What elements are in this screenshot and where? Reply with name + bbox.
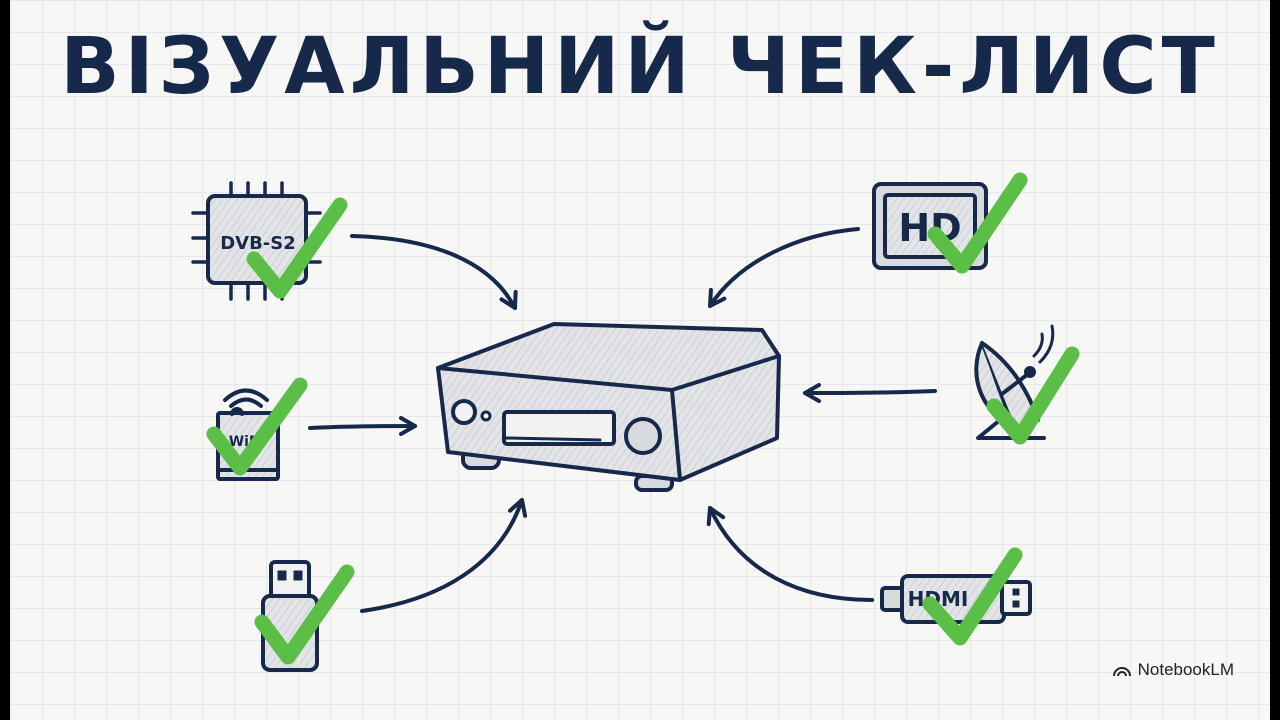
hd-screen-icon [872, 182, 988, 270]
slide: ВІЗУАЛЬНИЙ ЧЕК-ЛИСТ [10, 0, 1270, 720]
checklist-diagram: DVB-S2 WiFi HD [191, 172, 1080, 672]
check-icon [922, 547, 1023, 646]
arrow-hdmi [706, 506, 874, 602]
page-title: ВІЗУАЛЬНИЙ ЧЕК-ЛИСТ [60, 22, 1220, 112]
arrow-chip [350, 234, 518, 310]
brand-label: NotebookLM [1137, 660, 1234, 679]
arrow-dish [803, 382, 937, 403]
chip-label: DVB-S2 [220, 233, 296, 254]
notebooklm-logo-icon [1112, 667, 1131, 677]
check-icon [246, 197, 348, 299]
arrow-wifi [308, 416, 417, 437]
check-icon [254, 564, 355, 665]
arrow-usb [360, 498, 528, 613]
check-icon [927, 172, 1028, 274]
check-icon [986, 346, 1080, 445]
brand-watermark: NotebookLM [1112, 660, 1234, 680]
chip-icon [191, 181, 322, 301]
arrow-hd [708, 227, 860, 308]
receiver-icon [436, 322, 781, 492]
check-icon [206, 377, 308, 476]
